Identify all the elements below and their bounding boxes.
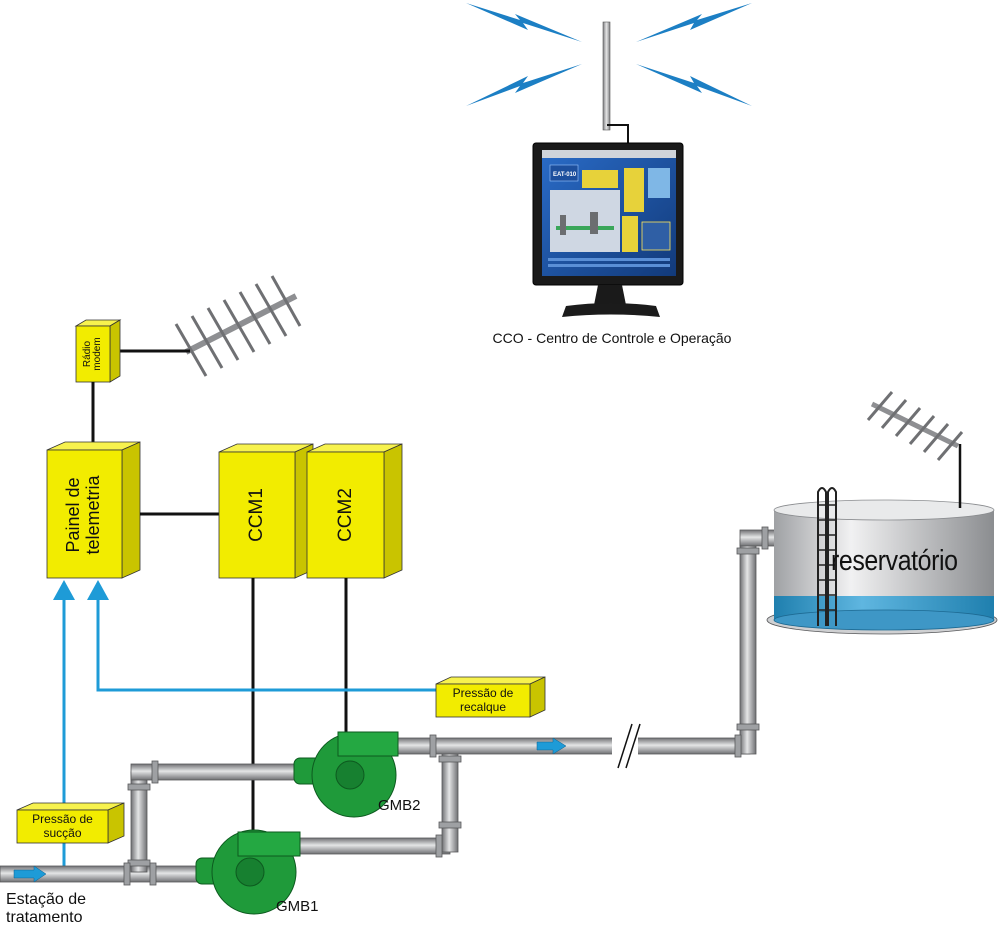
radio-modem-label: Rádio modem bbox=[79, 331, 107, 377]
telemetry-panel-line1: Painel de bbox=[63, 477, 84, 553]
ccm1-text: CCM1 bbox=[245, 488, 267, 542]
pressure-discharge-box bbox=[435, 676, 546, 718]
pressure-discharge-line1: Pressão de bbox=[452, 686, 514, 701]
telemetry-panel-label: Painel de telemetria bbox=[63, 453, 105, 577]
ccm2-text: CCM2 bbox=[334, 488, 356, 542]
telemetry-panel-box bbox=[46, 441, 141, 579]
pressure-suction-label: Pressão de sucção bbox=[17, 810, 108, 843]
signal-arrow-icon bbox=[87, 580, 109, 600]
ccm2-label: CCM2 bbox=[333, 475, 359, 555]
cco-label: CCO - Centro de Controle e Operação bbox=[493, 330, 732, 346]
pressure-discharge-line2: recalque bbox=[459, 699, 507, 714]
radio-modem-line2: modem bbox=[92, 337, 103, 371]
yagi-antenna-icon bbox=[174, 275, 302, 377]
pipe-break-icon bbox=[612, 723, 641, 769]
reservoir-tank-icon bbox=[766, 487, 998, 635]
pressure-suction-box bbox=[16, 802, 125, 844]
ccm2-box bbox=[306, 443, 403, 579]
flow-arrow-icon bbox=[13, 865, 47, 883]
radio-modem-box bbox=[74, 319, 122, 383]
reservoir-label: reservatório bbox=[831, 545, 958, 577]
flow-arrow-icon bbox=[536, 737, 567, 755]
cco-monitor: EAT-010 bbox=[532, 142, 684, 317]
pipe-network bbox=[0, 526, 781, 886]
signal-arrow-icon bbox=[53, 580, 75, 600]
pressure-discharge-label: Pressão de recalque bbox=[436, 684, 530, 717]
radio-wave-icon bbox=[466, 3, 752, 106]
pump-gmb2-icon bbox=[293, 731, 399, 818]
monitor-screen-title: EAT-010 bbox=[553, 172, 577, 178]
signal-lines bbox=[62, 592, 495, 872]
telemetry-panel-line2: telemetria bbox=[83, 475, 103, 555]
treatment-station-line2: tratamento bbox=[6, 909, 83, 927]
treatment-station-label: Estação de tratamento bbox=[6, 891, 86, 928]
ccm1-label: CCM1 bbox=[244, 475, 270, 555]
pump-gmb1-icon bbox=[195, 829, 301, 915]
pump-gmb2-label: GMB2 bbox=[378, 797, 421, 814]
treatment-station-line1: Estação de bbox=[6, 891, 87, 908]
pressure-suction-line1: Pressão de bbox=[32, 812, 93, 827]
pump-gmb1-label: GMB1 bbox=[276, 898, 319, 915]
yagi-antenna-icon bbox=[866, 391, 964, 461]
pressure-suction-line2: sucção bbox=[43, 825, 82, 840]
